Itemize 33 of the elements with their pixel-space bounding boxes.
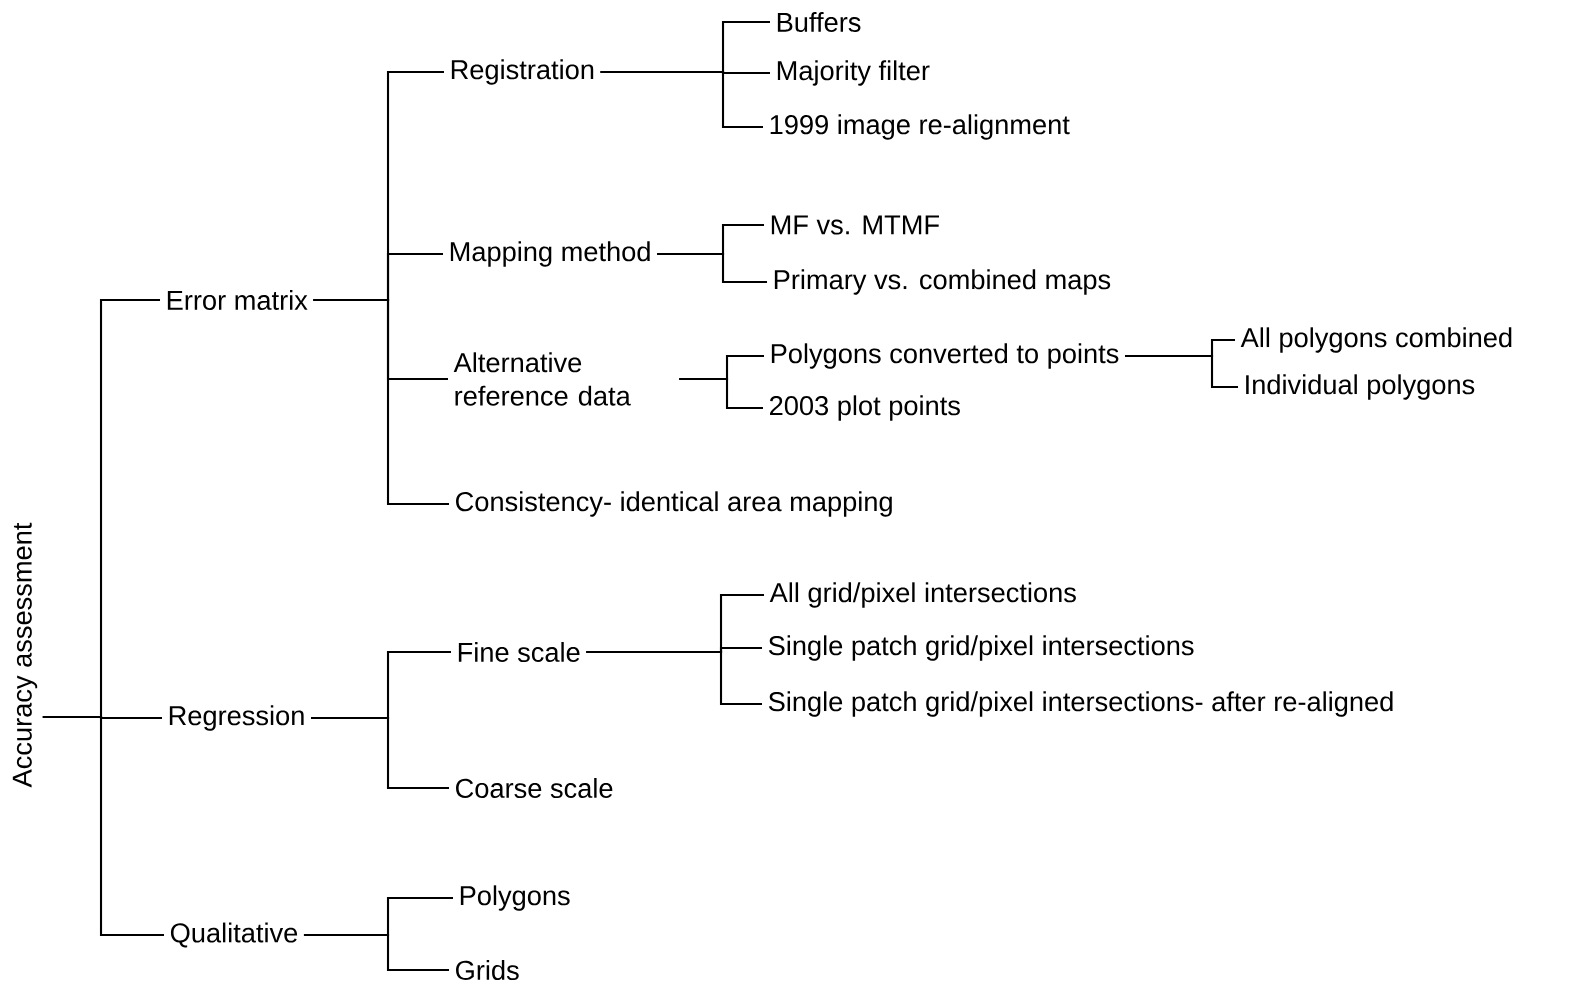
text-label: Polygons	[460, 885, 570, 911]
text-label: Individual polygons	[1246, 374, 1475, 400]
connector-line	[679, 377, 763, 410]
text-label: 1999 image re-alignment	[770, 114, 1070, 140]
text-label: Consistency- identical area mapping	[456, 491, 892, 517]
text-label: Majority filter	[777, 60, 930, 86]
text-label: Qualitative	[170, 922, 298, 948]
text-label: Mapping method	[450, 241, 650, 267]
text-label: Error matrix	[167, 290, 308, 310]
text-label: 2003 plot points	[770, 395, 960, 421]
text-label: Accuracy assessment	[12, 522, 38, 788]
connector-line	[600, 70, 763, 129]
text-label: Grids	[456, 960, 519, 980]
connector-line	[303, 933, 449, 972]
text-label: Regression	[169, 705, 304, 731]
connector-line	[657, 252, 767, 284]
connector-line	[311, 716, 449, 790]
connector-line	[42, 715, 164, 937]
connector-line	[1125, 354, 1238, 389]
text-label: Single patch grid/pixel intersections	[768, 635, 1194, 661]
text-label: All polygons combined	[1240, 327, 1512, 353]
text-label: All grid/pixel intersections	[769, 582, 1076, 608]
text-label: Polygons converted to points	[771, 343, 1119, 369]
text-label: Registration	[451, 59, 594, 85]
text-label: Primary vs. combined maps	[774, 269, 1111, 295]
text-label: Fine scale	[458, 642, 580, 662]
connector-line	[586, 650, 762, 706]
text-label: Coarse scale	[456, 778, 613, 798]
text-label: MF vs. MTMF	[771, 215, 939, 235]
connector-line	[313, 298, 449, 506]
text-label: Single patch grid/pixel intersections- after re-aligned	[768, 691, 1393, 717]
text-label: Buffers	[777, 12, 861, 32]
text-label: Alternative reference data	[453, 352, 631, 406]
